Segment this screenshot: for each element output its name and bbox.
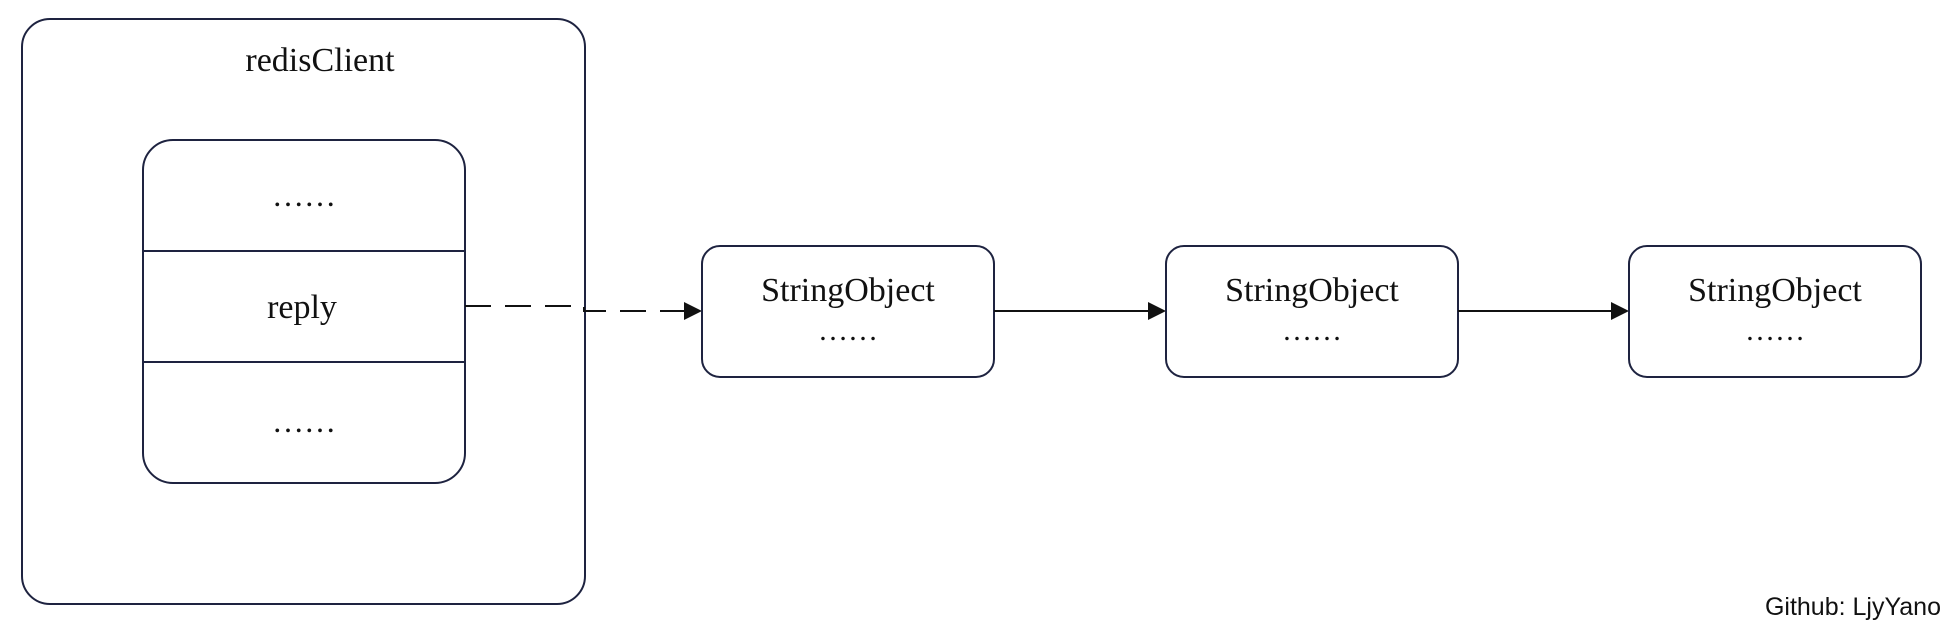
string-object-node-1: StringObject ……: [701, 245, 995, 378]
field-ellipsis-top: ……: [272, 177, 336, 213]
reply-pointer-arrowhead: [684, 302, 702, 320]
string-object-1-body: ……: [818, 314, 878, 347]
field-reply: reply: [267, 289, 337, 326]
string-object-node-2: StringObject ……: [1165, 245, 1459, 378]
client-field-stack: …… reply ……: [142, 139, 466, 484]
redis-client-title: redisClient: [245, 42, 395, 79]
string-object-node-3: StringObject ……: [1628, 245, 1922, 378]
string-object-2-body: ……: [1282, 314, 1342, 347]
string-object-3-title: StringObject: [1688, 272, 1862, 309]
github-credit: Github: LjyYano: [1765, 593, 1941, 621]
next-arrow-1: [994, 302, 1166, 320]
reply-pointer-arrow: [465, 302, 702, 320]
next-arrow-2-arrowhead: [1611, 302, 1629, 320]
string-object-3-outline: [1628, 245, 1922, 378]
redis-client-struct: redisClient …… reply ……: [21, 18, 586, 605]
string-object-1-outline: [701, 245, 995, 378]
string-object-3-body: ……: [1745, 314, 1805, 347]
field-stack-outline: [142, 139, 466, 484]
string-object-2-title: StringObject: [1225, 272, 1399, 309]
next-arrow-1-arrowhead: [1148, 302, 1166, 320]
next-arrow-2: [1458, 302, 1629, 320]
reply-pointer-line: [465, 305, 684, 312]
string-object-1-title: StringObject: [761, 272, 935, 309]
field-ellipsis-bottom: ……: [272, 403, 336, 439]
string-object-2-outline: [1165, 245, 1459, 378]
